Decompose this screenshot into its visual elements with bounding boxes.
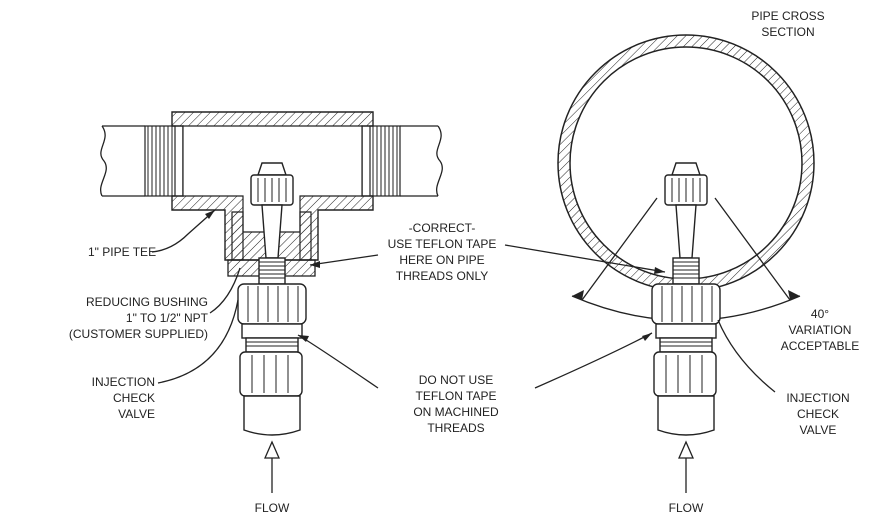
right-pipe-threads: [369, 125, 401, 197]
right-check-valve-line2: CHECK: [797, 407, 839, 421]
right-check-valve-line1: INJECTION: [786, 391, 849, 405]
right-pipe-break: [436, 125, 443, 197]
correct-label: -CORRECT- USE TEFLON TAPE HERE ON PIPE T…: [388, 221, 497, 283]
right-injection-nozzle: [664, 162, 708, 285]
do-not-leader-right: [534, 332, 653, 389]
angle-limit-lines: [581, 197, 791, 301]
do-not-leader-left: [297, 334, 379, 389]
do-not-line3: ON MACHINED: [413, 405, 499, 419]
left-flow-arrow: [264, 440, 280, 493]
flow-label-right: FLOW: [669, 501, 704, 515]
do-not-line1: DO NOT USE: [419, 373, 493, 387]
pipe-cross-section-assembly: [557, 34, 815, 493]
right-pipe: [400, 125, 438, 197]
right-check-valve: [651, 283, 721, 436]
correct-leader-right: [504, 244, 666, 273]
left-check-valve-line1: INJECTION: [92, 375, 155, 389]
pipe-tee-leader: [151, 209, 216, 253]
do-not-line2: TEFLON TAPE: [416, 389, 497, 403]
flow-label-left: FLOW: [255, 501, 290, 515]
correct-line4: THREADS ONLY: [396, 269, 488, 283]
angle-line2: VARIATION: [789, 323, 852, 337]
left-check-valve-label: INJECTION CHECK VALVE: [92, 375, 155, 421]
right-valve-leader: [717, 319, 776, 393]
reducing-bushing-line1: REDUCING BUSHING: [86, 295, 208, 309]
bushing-leader: [209, 267, 241, 314]
right-check-valve-line3: VALVE: [800, 423, 837, 437]
pipe-cross-section-label: PIPE CROSS SECTION: [751, 9, 824, 39]
reducing-bushing-line2: 1" TO 1/2" NPT: [126, 311, 209, 325]
correct-line1: -CORRECT-: [409, 221, 476, 235]
left-injection-nozzle: [250, 162, 294, 285]
correct-line3: HERE ON PIPE: [399, 253, 484, 267]
correct-leader-left: [309, 254, 379, 266]
left-pipe: [102, 125, 145, 197]
pipe-cross-section-line2: SECTION: [761, 25, 814, 39]
leader-lines: [151, 209, 776, 393]
pipe-cross-section-line1: PIPE CROSS: [751, 9, 824, 23]
left-check-valve-line3: VALVE: [118, 407, 155, 421]
angle-line1: 40°: [811, 307, 829, 321]
left-pipe-threads: [144, 125, 176, 197]
correct-line2: USE TEFLON TAPE: [388, 237, 497, 251]
left-pipe-break: [100, 125, 107, 197]
left-check-valve-line2: CHECK: [113, 391, 155, 405]
reducing-bushing-label: REDUCING BUSHING 1" TO 1/2" NPT (CUSTOME…: [69, 295, 209, 341]
right-check-valve-label: INJECTION CHECK VALVE: [786, 391, 849, 437]
angle-line3: ACCEPTABLE: [781, 339, 859, 353]
pipe-tee-assembly: [100, 111, 443, 493]
do-not-use-label: DO NOT USE TEFLON TAPE ON MACHINED THREA…: [413, 373, 499, 435]
pipe-tee-label: 1" PIPE TEE: [88, 245, 156, 259]
left-valve-leader: [157, 299, 239, 384]
do-not-line4: THREADS: [427, 421, 484, 435]
right-flow-arrow: [678, 440, 694, 493]
angle-variation-label: 40° VARIATION ACCEPTABLE: [781, 307, 859, 353]
left-check-valve: [237, 283, 307, 436]
reducing-bushing-line3: (CUSTOMER SUPPLIED): [69, 327, 208, 341]
